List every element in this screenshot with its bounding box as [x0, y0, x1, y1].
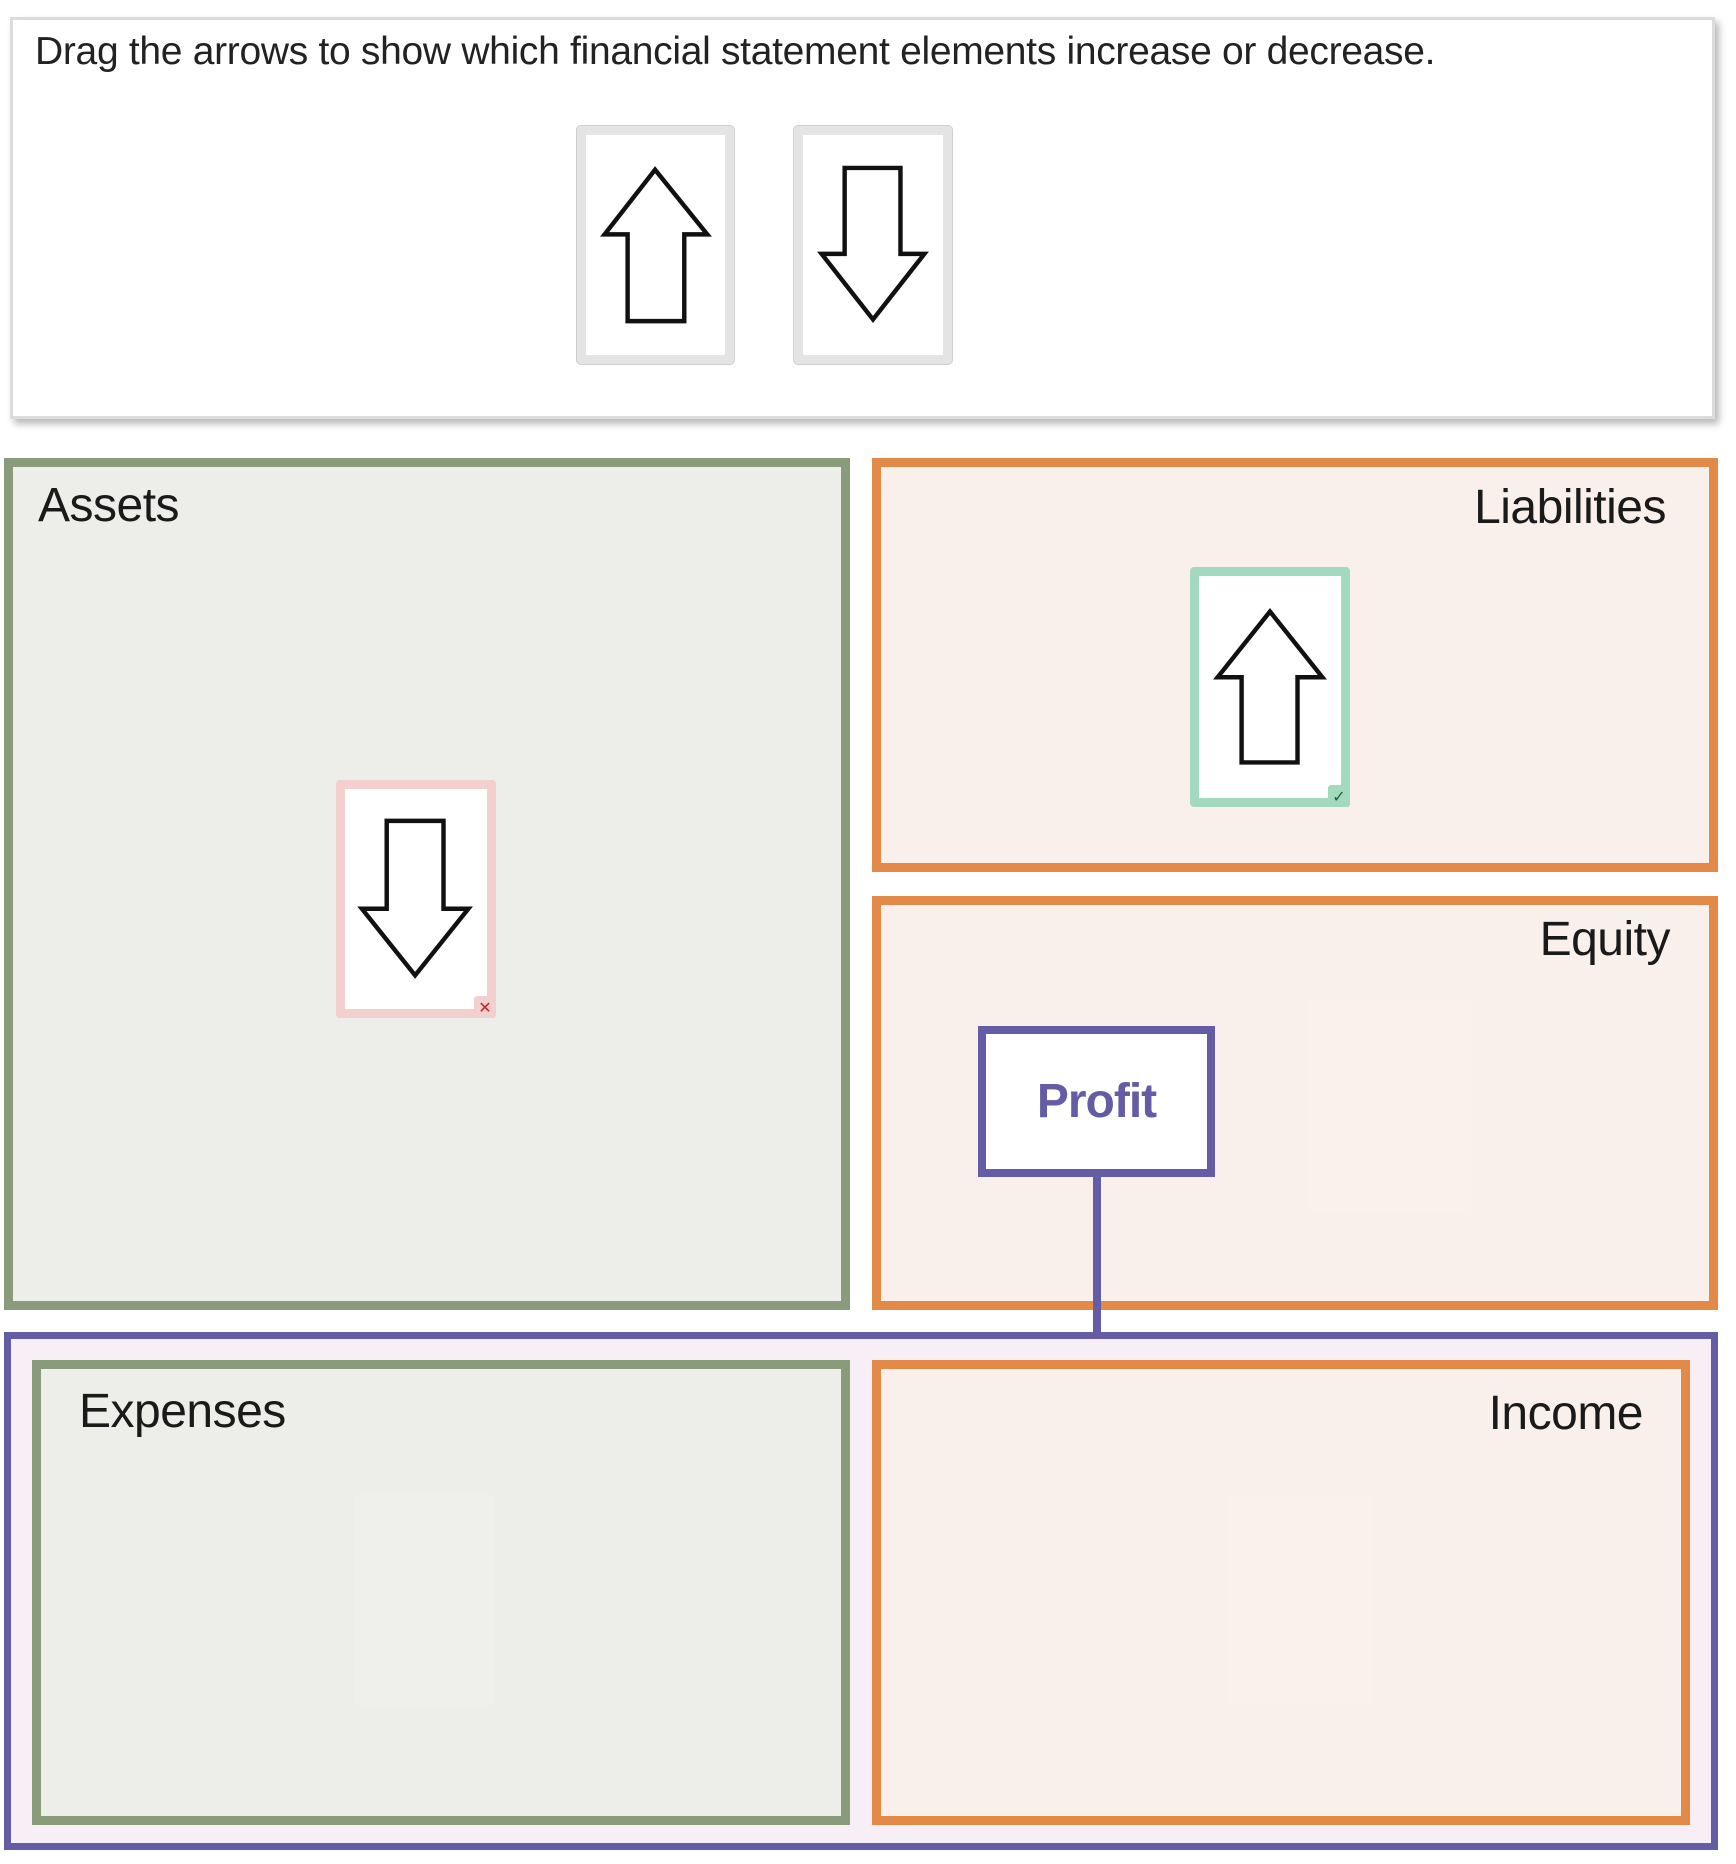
arrow-down-icon [357, 818, 473, 979]
profit-connector [1093, 1172, 1101, 1338]
profit-box: Profit [978, 1026, 1215, 1177]
income-drop-zone[interactable] [872, 1360, 1690, 1825]
assets-label: Assets [38, 479, 180, 532]
expenses-drop-zone[interactable] [32, 1360, 850, 1825]
arrow-up-card[interactable] [577, 126, 734, 364]
arrow-down-icon [817, 165, 929, 324]
equity-label: Equity [1539, 913, 1671, 966]
income-label: Income [1488, 1387, 1644, 1440]
expenses-label: Expenses [79, 1385, 286, 1438]
placed-arrow-down-card[interactable]: ✕ [336, 780, 496, 1018]
incorrect-icon: ✕ [474, 996, 496, 1018]
arrow-up-icon [600, 166, 712, 324]
expenses-drop-slot[interactable] [355, 1495, 495, 1705]
profit-label: Profit [1036, 1075, 1157, 1128]
income-drop-slot[interactable] [1230, 1495, 1370, 1705]
placed-arrow-up-card[interactable]: ✓ [1190, 567, 1350, 807]
liabilities-label: Liabilities [1474, 481, 1666, 534]
arrow-down-card[interactable] [794, 126, 952, 364]
instruction-text: Drag the arrows to show which financial … [35, 30, 1436, 73]
arrow-up-icon [1213, 608, 1327, 765]
equity-drop-slot[interactable] [1308, 1000, 1471, 1210]
check-icon: ✓ [1328, 785, 1350, 807]
